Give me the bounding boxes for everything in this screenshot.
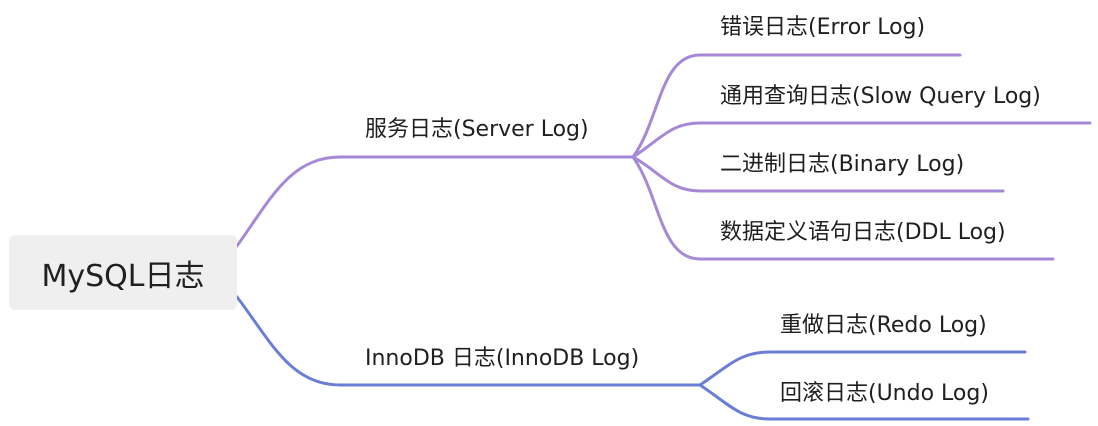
connector-innodb-to-redo-log xyxy=(698,350,1027,387)
branch-node-server-log: 服务日志(Server Log) xyxy=(365,117,589,142)
leaf-node-undo-log: 回滚日志(Undo Log) xyxy=(780,381,989,406)
leaf-node-general-query-log: 通用查询日志(Slow Query Log) xyxy=(720,84,1041,109)
connector-root-to-innodb-log xyxy=(235,295,702,387)
leaf-node-error-log: 错误日志(Error Log) xyxy=(720,15,926,40)
leaf-node-binary-log: 二进制日志(Binary Log) xyxy=(720,152,965,177)
leaf-node-redo-log: 重做日志(Redo Log) xyxy=(780,313,987,338)
connector-server-to-ddl-log xyxy=(631,155,1055,261)
branch-node-innodb-log: InnoDB 日志(InnoDB Log) xyxy=(365,346,640,371)
connector-root-to-server-log xyxy=(235,155,635,248)
leaf-node-ddl-log: 数据定义语句日志(DDL Log) xyxy=(720,220,1006,245)
connector-server-to-binary-log xyxy=(631,155,1005,193)
connector-server-to-general-log xyxy=(631,121,1092,159)
root-node-label: MySQL日志 xyxy=(41,258,205,294)
root-node: MySQL日志 xyxy=(9,235,237,310)
connector-server-to-error-log xyxy=(631,53,962,159)
connector-innodb-to-undo-log xyxy=(698,383,1030,421)
